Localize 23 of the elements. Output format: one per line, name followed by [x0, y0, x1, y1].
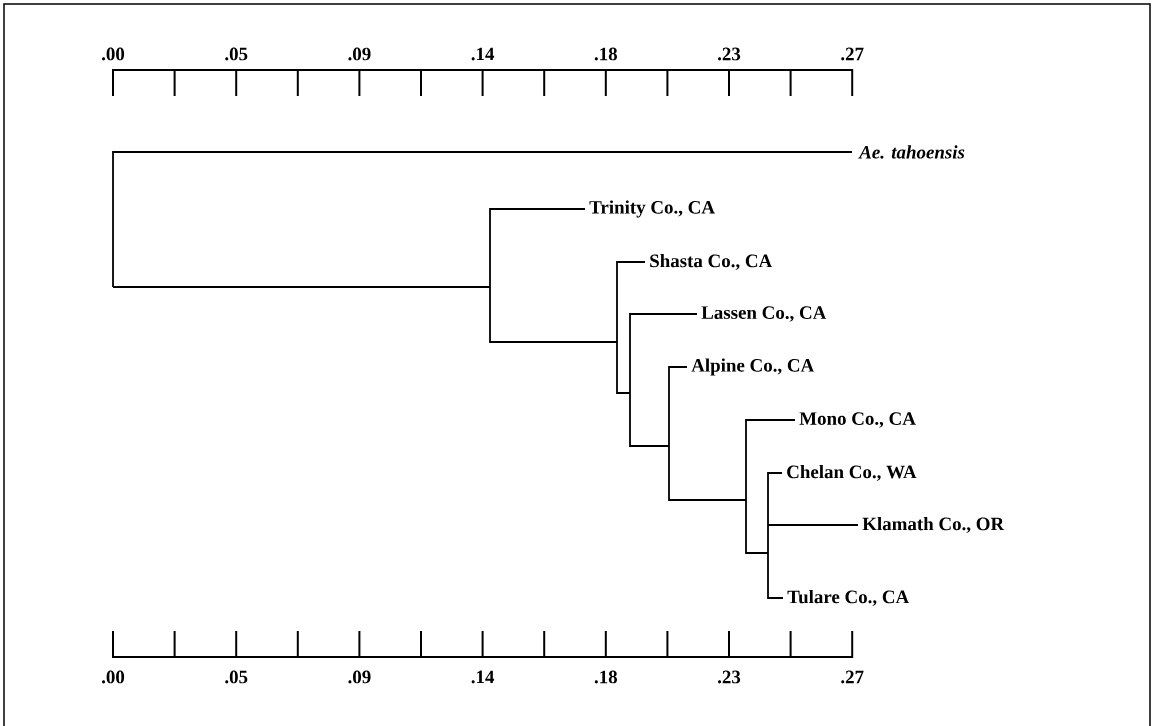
tick-label: .14: [471, 47, 495, 61]
tick-label: .18: [594, 47, 617, 61]
tick-label: .27: [841, 47, 864, 61]
tick-label: .00: [102, 670, 125, 684]
leaf-label: Alpine Co., CA: [691, 358, 815, 376]
leaf-label: Klamath Co., OR: [862, 516, 1005, 533]
tick-label: .05: [225, 47, 248, 61]
leaf-label: Shasta Co., CA: [650, 253, 773, 270]
tick-label: .18: [594, 670, 617, 684]
leaf-label: Lassen Co., CA: [701, 306, 827, 322]
tick-label: .09: [348, 47, 371, 61]
tick-label: .14: [471, 670, 495, 684]
tick-label: .00: [102, 47, 125, 61]
leaf-label: Mono Co., CA: [799, 412, 916, 428]
leaf-label: Chelan Co., WA: [787, 464, 917, 481]
leaf-label: Trinity Co., CA: [589, 200, 715, 218]
tick-label: .05: [225, 670, 248, 684]
leaf-label: Tulare Co., CA: [787, 589, 910, 606]
tick-label: .23: [718, 47, 741, 61]
tick-label: .23: [718, 670, 741, 684]
tick-label: .27: [841, 670, 864, 684]
leaf-label: Ae. tahoensis: [858, 145, 965, 159]
tick-label: .09: [348, 670, 371, 684]
